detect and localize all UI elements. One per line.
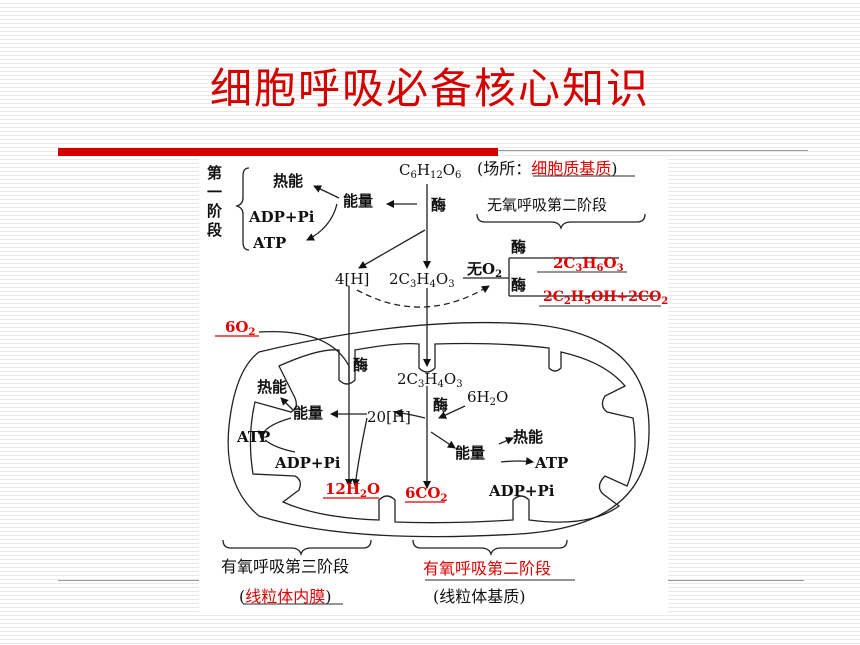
mitochondrion-inner: [249, 342, 636, 524]
enzyme-stage1: 酶: [431, 196, 447, 214]
title-underline-gray: [498, 150, 808, 151]
atp-right-label: ATP: [535, 454, 569, 472]
aerobic-stage2-label: 有氧呼吸第二阶段: [423, 559, 552, 578]
matrix-to-nadh20-arrow: [394, 409, 426, 419]
enzyme-anaerobic-top: 酶: [511, 238, 527, 256]
enzyme-anaerobic-bottom: 酶: [511, 276, 527, 294]
pyruvate-matrix: 2C3H4O3: [397, 370, 463, 390]
stage3-brace: [222, 539, 372, 557]
energy-to-heat-arrow: [313, 185, 340, 199]
pyruvate-stage1: 2C3H4O3: [389, 270, 455, 290]
site-label: (场所：细胞质基质): [477, 160, 618, 178]
stage3-site-close: ): [325, 587, 332, 606]
site-close: ): [611, 159, 618, 178]
water-input: 6H2O: [467, 388, 509, 408]
energy-to-atp-left-arrow: [258, 417, 292, 439]
bottom-rule-left: [58, 580, 200, 581]
aerobic-stage3-label: 有氧呼吸第三阶段: [221, 557, 350, 576]
stage3-site-value: 线粒体内膜: [245, 587, 326, 606]
site-value: 细胞质基质: [531, 159, 612, 178]
stage2-brace: [412, 539, 568, 557]
adp-to-atp-arrow: [306, 203, 338, 241]
adp-pi-left-label: ADP+Pi: [275, 454, 341, 472]
water-in-arrow: [438, 405, 466, 419]
oxygen-path: [258, 330, 350, 382]
stage1-label: 第一阶段: [207, 164, 223, 239]
stage1-brace: [234, 167, 250, 251]
heat-label: 热能: [273, 172, 304, 190]
heat-right-label: 热能: [513, 428, 544, 446]
stage3-site: (线粒体内膜): [239, 588, 332, 606]
energy-to-heat-left-arrow: [280, 397, 294, 411]
heat-left-label: 热能: [257, 378, 288, 396]
nadh20-to-water-curve: [351, 417, 368, 487]
stage2-site: (线粒体基质): [433, 587, 526, 606]
co2-output: 6CO2: [405, 484, 448, 504]
energy-label: 能量: [343, 192, 374, 210]
water-output: 12H2O: [325, 480, 381, 500]
glucose-to-nadh-arrow: [358, 229, 426, 269]
enzyme-inner-membrane: 酶: [353, 356, 369, 374]
stage3-site-open: (: [239, 587, 246, 606]
adp-pi-right-label: ADP+Pi: [489, 482, 555, 500]
respiration-diagram: 第一阶段 热能 能量 ADP+Pi ATP C6H12O6 (场所：细胞质基质)…: [199, 156, 668, 612]
nadh-20h: 20[H]: [367, 408, 411, 426]
matrix-to-energy-right-arrow: [430, 431, 456, 449]
anaerobic-brace: [476, 213, 646, 231]
energy-right-label: 能量: [455, 444, 486, 462]
mitochondrion-outer: [227, 321, 650, 538]
ethanol-product: 2C2H5OH+2CO2: [543, 289, 669, 307]
atp-left-label: ATP: [237, 428, 271, 446]
nadh-4h: 4[H]: [335, 270, 370, 288]
energy-to-atp-right-arrow: [500, 457, 534, 465]
anaerobic-stage2-label: 无氧呼吸第二阶段: [487, 196, 608, 214]
title-underline-red: [58, 148, 498, 156]
slide-title: 细胞呼吸必备核心知识: [209, 64, 650, 113]
adp-to-atp-left: [264, 439, 296, 453]
no-oxygen-label: 无O2: [467, 260, 503, 280]
glucose-formula: C6H12O6: [399, 161, 462, 181]
adp-pi-label: ADP+Pi: [249, 208, 315, 226]
nadh-to-anaerobic-dashed: [356, 285, 490, 308]
energy-to-heat-right-arrow: [498, 437, 514, 445]
lactate-product: 2C3H6O3: [553, 254, 624, 274]
atp-label: ATP: [253, 234, 287, 252]
energy-left-label: 能量: [293, 404, 324, 422]
site-open: (场所：: [477, 159, 532, 178]
oxygen-input: 6O2: [225, 318, 256, 338]
enzyme-matrix: 酶: [433, 396, 449, 414]
diagram-lines: [215, 167, 661, 605]
bottom-rule-right: [668, 580, 804, 581]
